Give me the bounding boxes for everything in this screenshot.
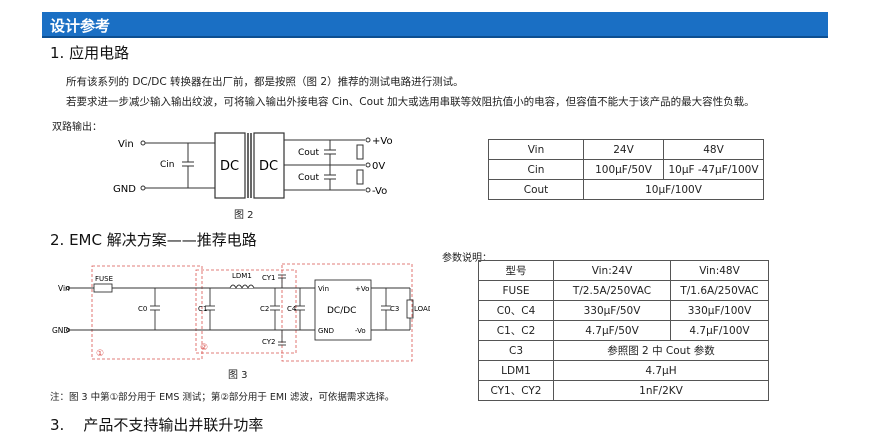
fig3-cy2-label: CY2 bbox=[262, 338, 276, 346]
table-header-cell: Vin:24V bbox=[553, 260, 671, 281]
fig3-load-label: LOAD bbox=[414, 305, 430, 313]
table-cell: CY1、CY2 bbox=[478, 380, 554, 401]
table-cell: 参照图 2 中 Cout 参数 bbox=[553, 340, 769, 361]
figure3-caption: 图 3 bbox=[228, 370, 248, 381]
table-cell: 330µF/100V bbox=[670, 300, 769, 321]
fig3-vin-label: Vin bbox=[58, 284, 70, 293]
fig3-pin-gnd: GND bbox=[318, 327, 334, 335]
fig2-cout2-label: Cout bbox=[298, 173, 319, 183]
section2-note: 注：图 3 中第①部分用于 EMS 测试；第②部分用于 EMI 滤波，可依据需求… bbox=[50, 392, 395, 403]
fig2-vin-label: Vin bbox=[118, 139, 134, 150]
header-bar: 设计参考 bbox=[42, 12, 828, 38]
table-cell: LDM1 bbox=[478, 360, 554, 381]
fig3-zone1-marker: ① bbox=[96, 349, 104, 359]
table-cell: C0、C4 bbox=[478, 300, 554, 321]
section3-heading: 3. 产品不支持输出并联升功率 bbox=[50, 416, 264, 434]
dual-output-label: 双路输出： bbox=[52, 122, 102, 133]
fig3-c2-label: C2 bbox=[260, 305, 269, 313]
fig2-cout1-label: Cout bbox=[298, 148, 319, 158]
figure2-circuit: Vin GND Cin DC DC Cout Cout +Vo 0V -Vo bbox=[113, 132, 393, 199]
fig3-pin-vin: Vin bbox=[318, 285, 329, 293]
fig3-fuse-label: FUSE bbox=[95, 275, 113, 283]
section1-para2: 若要求进一步减少输入输出纹波，可将输入输出外接电容 Cin、Cout 加大或选用… bbox=[66, 96, 755, 108]
fig3-c4-label: C4 bbox=[287, 305, 297, 313]
table-row: Vin 24V 48V bbox=[488, 139, 764, 160]
table-header-cell: 型号 bbox=[478, 260, 554, 281]
table-cell: 48V bbox=[663, 139, 764, 160]
table-cell: 1nF/2KV bbox=[553, 380, 769, 401]
table-row: C0、C4 330µF/50V 330µF/100V bbox=[478, 300, 769, 321]
table-cell: 330µF/50V bbox=[553, 300, 671, 321]
fig2-dc2-label: DC bbox=[259, 159, 278, 174]
table-cell: 24V bbox=[583, 139, 664, 160]
table-fig2-params: Vin 24V 48V Cin 100µF/50V 10µF -47µF/100… bbox=[488, 139, 764, 200]
fig3-pin-vo-plus: +Vo bbox=[355, 285, 369, 293]
table-row: C3 参照图 2 中 Cout 参数 bbox=[478, 340, 769, 361]
table-cell: C1、C2 bbox=[478, 320, 554, 341]
table-row: Cin 100µF/50V 10µF -47µF/100V bbox=[488, 159, 764, 180]
table-cell: Cout bbox=[488, 179, 584, 200]
fig3-c3-label: C3 bbox=[390, 305, 399, 313]
params-label: 参数说明： bbox=[442, 253, 492, 264]
table-cell: 10µF -47µF/100V bbox=[663, 159, 764, 180]
fig3-zone2-marker: ② bbox=[200, 343, 208, 353]
fig2-0v-label: 0V bbox=[372, 161, 385, 172]
fig3-gnd-label: GND bbox=[52, 326, 69, 335]
table-cell: Vin bbox=[488, 139, 584, 160]
fig3-c1-label: C1 bbox=[198, 305, 207, 313]
figure2-caption: 图 2 bbox=[234, 210, 254, 221]
table-cell: FUSE bbox=[478, 280, 554, 301]
table-cell: 4.7µH bbox=[553, 360, 769, 381]
fig3-pin-vo-minus: -Vo bbox=[355, 327, 366, 335]
table-row: C1、C2 4.7µF/50V 4.7µF/100V bbox=[478, 320, 769, 341]
table-cell: C3 bbox=[478, 340, 554, 361]
table-cell: 4.7µF/50V bbox=[553, 320, 671, 341]
table-cell: 4.7µF/100V bbox=[670, 320, 769, 341]
table-row: LDM1 4.7µH bbox=[478, 360, 769, 381]
table-cell: Cin bbox=[488, 159, 584, 180]
table-row: Cout 10µF/100V bbox=[488, 179, 764, 200]
table-emc-params: 型号 Vin:24V Vin:48V FUSE T/2.5A/250VAC T/… bbox=[478, 260, 769, 401]
header-title: 设计参考 bbox=[50, 17, 111, 35]
table-header-row: 型号 Vin:24V Vin:48V bbox=[478, 260, 769, 281]
table-cell: 10µF/100V bbox=[583, 179, 764, 200]
table-row: FUSE T/2.5A/250VAC T/1.6A/250VAC bbox=[478, 280, 769, 301]
section1-para1: 所有该系列的 DC/DC 转换器在出厂前，都是按照（图 2）推荐的测试电路进行测… bbox=[66, 76, 464, 88]
table-cell: T/1.6A/250VAC bbox=[670, 280, 769, 301]
fig2-gnd-label: GND bbox=[113, 184, 136, 195]
table-row: CY1、CY2 1nF/2KV bbox=[478, 380, 769, 401]
fig2-vo-plus-label: +Vo bbox=[372, 136, 393, 147]
table-header-cell: Vin:48V bbox=[670, 260, 769, 281]
fig3-c0-label: C0 bbox=[138, 305, 147, 313]
section2-heading: 2. EMC 解决方案——推荐电路 bbox=[50, 231, 257, 249]
fig3-dcdc-label: DC/DC bbox=[327, 306, 356, 316]
fig2-cin-label: Cin bbox=[160, 160, 175, 170]
section1-heading: 1. 应用电路 bbox=[50, 44, 130, 62]
fig2-vo-minus-label: -Vo bbox=[372, 186, 387, 197]
figure3-circuit: Vin GND FUSE C0 C1 LDM1 CY1 C2 C4 CY2 Vi… bbox=[52, 263, 430, 362]
fig2-dc1-label: DC bbox=[220, 159, 239, 174]
fig3-cy1-label: CY1 bbox=[262, 274, 276, 282]
table-cell: T/2.5A/250VAC bbox=[553, 280, 671, 301]
table-cell: 100µF/50V bbox=[583, 159, 664, 180]
fig3-ldm1-label: LDM1 bbox=[232, 272, 252, 280]
